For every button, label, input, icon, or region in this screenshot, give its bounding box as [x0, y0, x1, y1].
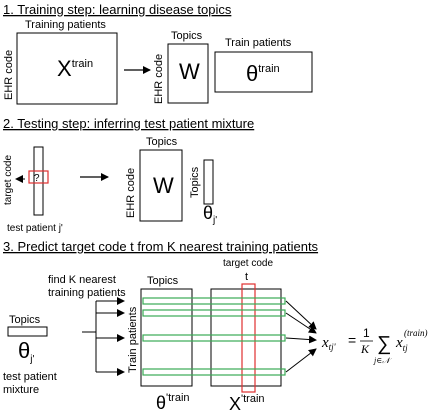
step2-unknown-cell: [28, 170, 49, 184]
step3-test-caption-line2: mixture: [3, 384, 39, 396]
step1-w-matrix-label: W: [179, 59, 200, 84]
step2-theta-label: θj': [203, 203, 217, 226]
step2-w-matrix-label: W: [153, 173, 174, 198]
step3-test-theta-label: θj': [18, 338, 34, 365]
formula-sum: ∑: [377, 333, 391, 355]
step2-title: 2. Testing step: inferring test patient …: [3, 116, 254, 131]
step1-w-matrix: [167, 43, 209, 104]
step3-theta-matrix-label: θ'train: [156, 392, 190, 413]
step3-title: 3. Predict target code t from K nearest …: [3, 239, 319, 254]
step3-x-t-label: t: [245, 271, 248, 283]
step3-x-matrix: [210, 288, 282, 387]
step3-test-theta-vector: [7, 326, 48, 337]
step3-find-line1: find K nearest: [48, 274, 116, 286]
formula-rhs: xtj: [395, 335, 408, 353]
step2-w-side-label: EHR code: [125, 168, 137, 218]
step2-w-matrix: [139, 149, 183, 222]
formula-equals: =: [348, 332, 356, 348]
formula-lhs: xtj': [321, 335, 337, 352]
step3-test-caption-line1: test patient: [3, 371, 57, 383]
step2-unknown-mark: ?: [34, 173, 40, 184]
step3-neighbor-row-3: [142, 334, 286, 342]
step2-test-patient-vector: [33, 146, 44, 216]
step3-agg-arrow-4: [285, 348, 317, 373]
step1-theta-matrix-label: θtrain: [246, 61, 280, 86]
step2-vector-side-label: Topics: [189, 166, 201, 198]
step3-neighbor-row-1: [142, 297, 286, 305]
step1-w-top-label: Topics: [171, 30, 203, 42]
step3-test-topics-label: Topics: [9, 314, 41, 326]
formula-sum-sub: j∈𝒩: [373, 356, 392, 365]
formula-numerator: 1: [363, 326, 370, 340]
formula-rhs-sup: (train): [404, 328, 428, 338]
step1-x-side-label: EHR code: [3, 50, 15, 100]
step3-x-target-column: [241, 283, 256, 393]
step3-agg-arrow-1: [285, 300, 317, 330]
step3-x-matrix-label: X'train: [229, 393, 265, 414]
step2-target-code-label: target code: [3, 155, 14, 205]
step1-theta-top-label: Train patients: [225, 37, 292, 49]
step1-theta-matrix: [214, 51, 313, 93]
step1-x-top-label: Training patients: [25, 19, 106, 31]
step2-w-top-label: Topics: [146, 136, 178, 148]
step3-find-line2: training patients: [48, 287, 126, 299]
step1-x-matrix: [16, 32, 118, 105]
step3-agg-arrow-2: [285, 312, 317, 334]
step3-neighbor-row-2: [142, 309, 286, 317]
step3-neighbor-row-4: [142, 368, 286, 376]
step3-formula: xtj' = 1 K ∑ j∈𝒩 xtj (train): [321, 326, 428, 365]
step2-theta-vector: [203, 159, 214, 205]
step3-theta-top-label: Topics: [147, 275, 179, 287]
step3-theta-side-label: Train patients: [127, 306, 139, 373]
step3-agg-arrow-3: [285, 335, 317, 344]
step2-test-patient-label: test patient j': [7, 223, 63, 234]
step1-w-side-label: EHR code: [153, 54, 165, 104]
step1-x-matrix-label: Xtrain: [57, 56, 93, 81]
step3-x-top-label: target code: [223, 258, 273, 269]
formula-denominator: K: [360, 342, 370, 356]
step1-title: 1. Training step: learning disease topic…: [3, 2, 232, 17]
step3-theta-matrix: [140, 288, 193, 387]
